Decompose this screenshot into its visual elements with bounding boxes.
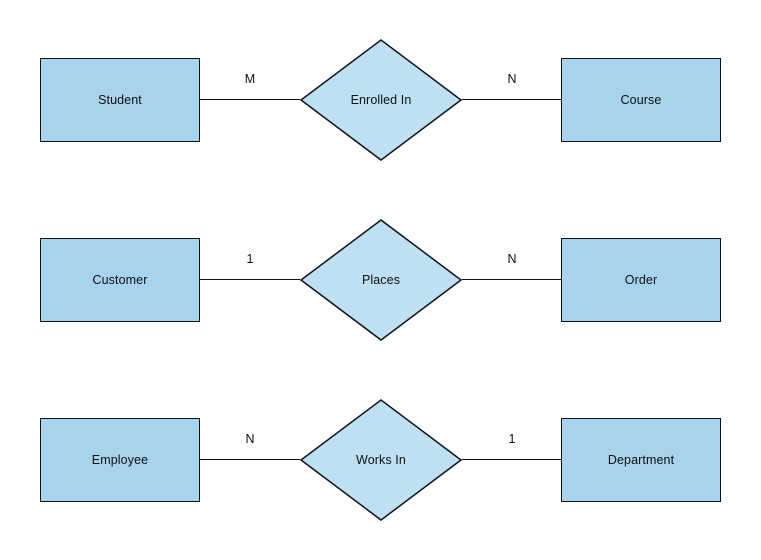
entity-department[interactable]: Department <box>561 418 721 502</box>
entity-customer[interactable]: Customer <box>40 238 200 322</box>
relationship-row: Customer 1 Places N Order <box>0 190 761 370</box>
entity-student[interactable]: Student <box>40 58 200 142</box>
diamond-shape <box>299 219 463 341</box>
entity-label: Employee <box>91 452 149 467</box>
entity-label: Course <box>620 92 662 107</box>
entity-course[interactable]: Course <box>561 58 721 142</box>
relationship-enrolled-in[interactable]: Enrolled In <box>299 38 463 162</box>
relationship-places[interactable]: Places <box>299 218 463 342</box>
relationship-works-in[interactable]: Works In <box>299 398 463 522</box>
diamond-shape <box>299 399 463 521</box>
entity-employee[interactable]: Employee <box>40 418 200 502</box>
entity-label: Customer <box>92 272 148 287</box>
entity-label: Order <box>624 272 658 287</box>
relationship-row: Employee N Works In 1 Department <box>0 370 761 550</box>
entity-label: Student <box>98 92 142 107</box>
cardinality-left: 1 <box>246 252 254 266</box>
connector-line-right <box>462 99 561 100</box>
connector-line-left <box>200 459 300 460</box>
connector-line-right <box>462 459 561 460</box>
entity-order[interactable]: Order <box>561 238 721 322</box>
cardinality-right: N <box>507 252 517 266</box>
diamond-shape <box>299 39 463 161</box>
cardinality-right: 1 <box>508 432 516 446</box>
connector-line-right <box>462 279 561 280</box>
connector-line-left <box>200 99 300 100</box>
entity-label: Department <box>607 452 675 467</box>
cardinality-left: N <box>245 432 255 446</box>
cardinality-right: N <box>507 72 517 86</box>
cardinality-left: M <box>244 72 256 86</box>
relationship-row: Student M Enrolled In N Course <box>0 10 761 190</box>
connector-line-left <box>200 279 300 280</box>
